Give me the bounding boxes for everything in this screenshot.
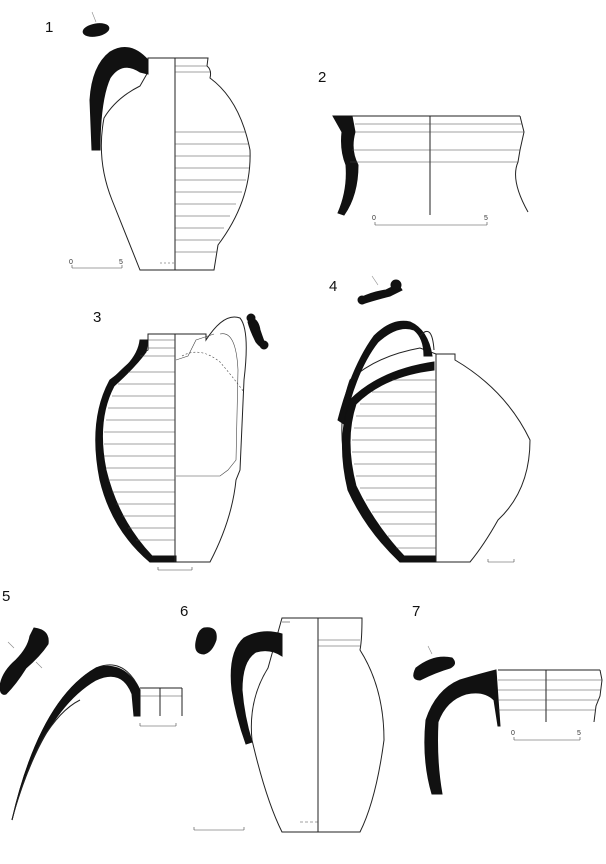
vessel-3: 3 (93, 309, 269, 571)
vessel-2-wall-hatch (350, 123, 524, 163)
label-vessel-5: 5 (2, 588, 10, 605)
vessel-2-profile (515, 115, 529, 213)
section-line (91, 11, 97, 23)
vessel-7-profile (593, 669, 603, 723)
handle-outer (419, 330, 435, 351)
handle-inner (176, 333, 239, 477)
handle-section-7 (413, 656, 456, 681)
handle-section-4 (359, 283, 403, 305)
scale-bar-3 (157, 567, 193, 571)
label-vessel-7: 7 (412, 603, 420, 620)
vessel-6-profile (250, 617, 385, 833)
vessel-7-wall-hatch (498, 679, 602, 711)
scale-7-end: 5 (577, 730, 581, 737)
label-vessel-4: 4 (329, 278, 337, 295)
handle-inner-line (11, 699, 81, 821)
scale-bar-4 (487, 559, 515, 563)
vessel-3-wall-section (95, 339, 177, 563)
handle-section-6 (195, 627, 217, 655)
vessel-1: 1 0 5 (45, 11, 251, 271)
vessel-7: 7 0 5 (412, 603, 603, 795)
vessel-7-handle (424, 669, 501, 795)
scale-1-end: 5 (119, 259, 123, 266)
vessel-2-wall-section (332, 115, 359, 216)
label-vessel-1: 1 (45, 19, 53, 36)
vessel-6-handle (230, 631, 283, 745)
label-vessel-2: 2 (318, 69, 326, 86)
handle-trace (181, 351, 245, 393)
handle-section-1 (82, 23, 110, 37)
handle-section-5 (0, 627, 49, 695)
rim-break (175, 333, 215, 361)
vessel-1-profile (100, 57, 251, 271)
vessel-4: 4 (329, 275, 531, 563)
vessel-1-handle (89, 47, 149, 151)
label-vessel-6: 6 (180, 603, 188, 620)
scale-bar-2: 0 5 (372, 215, 488, 226)
vessel-4-wall-hatch (352, 379, 436, 549)
scale-bar-5 (139, 723, 177, 727)
scale-1-start: 0 (69, 259, 73, 266)
vessel-3-wall-hatch (104, 339, 175, 541)
label-vessel-3: 3 (93, 309, 101, 326)
vessel-1-wall-hatch (175, 65, 250, 253)
vessel-2: 2 0 5 (318, 69, 529, 226)
scale-7-start: 0 (511, 730, 515, 737)
scale-2-start: 0 (372, 215, 376, 222)
scale-bar-7: 0 5 (511, 730, 581, 741)
scale-2-end: 5 (484, 215, 488, 222)
scale-bar-6 (193, 827, 245, 831)
vessel-5-handle (11, 665, 141, 821)
vessel-6: 6 (180, 603, 385, 833)
vessel-5: 5 (0, 588, 183, 821)
scale-bar-1: 0 5 (69, 259, 123, 269)
